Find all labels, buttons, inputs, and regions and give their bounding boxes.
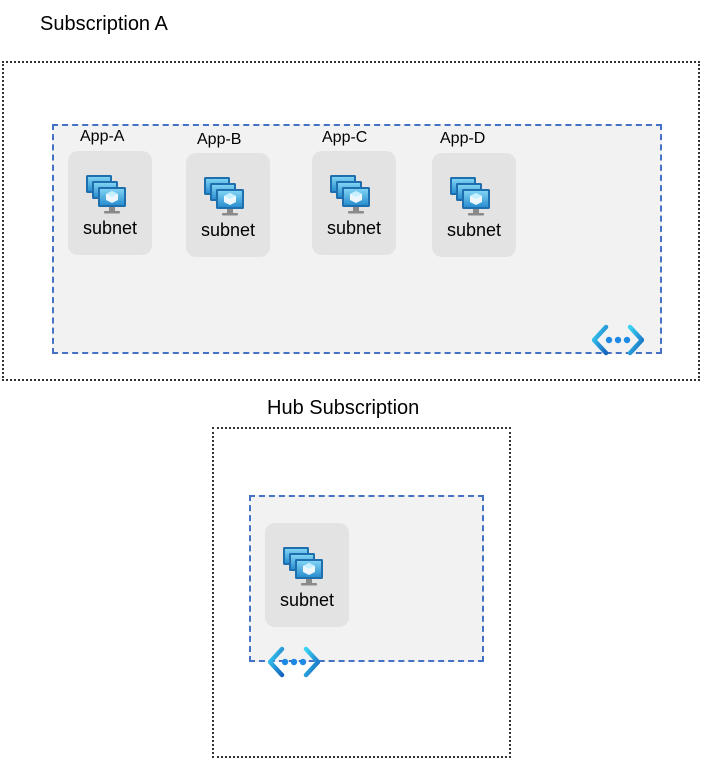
app-c-label: App-C — [322, 129, 368, 146]
vm-scale-set-icon — [85, 173, 133, 215]
subnet-label: subnet — [326, 218, 382, 238]
app-b-label: App-B — [197, 131, 242, 148]
hub-vnet — [249, 495, 484, 662]
vm-scale-set-icon — [329, 173, 377, 215]
vm-scale-set-icon — [203, 175, 251, 217]
subnet-label: subnet — [82, 218, 138, 238]
vm-scale-set-icon — [449, 175, 497, 217]
subnet-label: subnet — [200, 220, 256, 240]
app-d-label: App-D — [440, 130, 486, 147]
subscription-a-title: Subscription A — [40, 13, 168, 35]
app-a-subnet: subnet — [68, 151, 152, 255]
app-a-label: App-A — [80, 128, 125, 145]
virtual-network-icon — [592, 324, 644, 356]
hub-subscription-title: Hub Subscription — [267, 397, 420, 419]
subnet-label: subnet — [446, 220, 502, 240]
app-c-subnet: subnet — [312, 151, 396, 255]
virtual-network-icon — [268, 646, 320, 678]
subscription-a-box — [2, 61, 700, 381]
hub-subnet: subnet — [265, 523, 349, 627]
vm-scale-set-icon — [282, 545, 330, 587]
subnet-label: subnet — [279, 590, 335, 610]
app-b-subnet: subnet — [186, 153, 270, 257]
app-d-subnet: subnet — [432, 153, 516, 257]
hub-subscription-box — [212, 427, 511, 758]
